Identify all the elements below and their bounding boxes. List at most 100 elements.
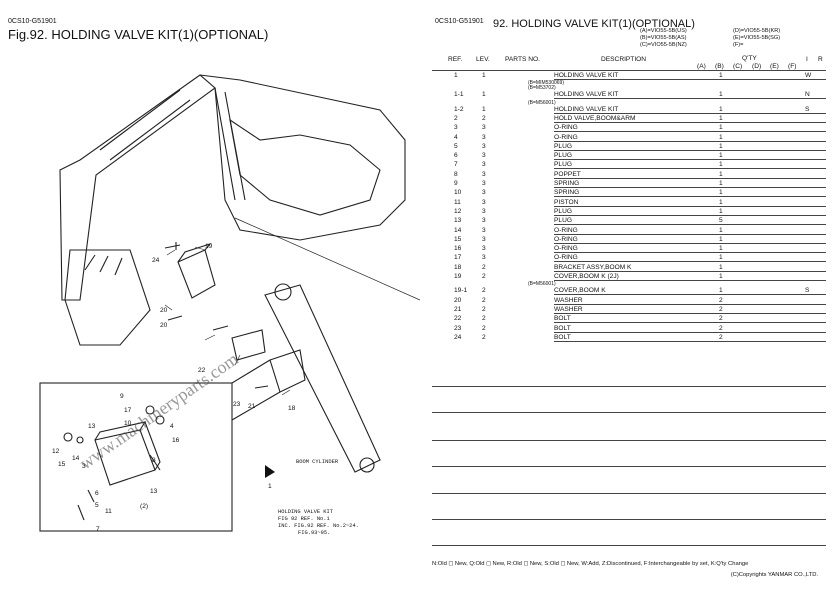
lev-cell: 1 xyxy=(482,91,486,99)
row-rule xyxy=(554,159,826,161)
note-line-4: FIG.93~95. xyxy=(298,530,330,536)
ir-cell: S xyxy=(805,105,810,113)
col-e: (E) xyxy=(770,63,779,70)
qty-cell: 2 xyxy=(719,296,723,304)
description-cell: PLUG xyxy=(554,217,572,225)
boom-cylinder-label: BOOM CYLINDER xyxy=(296,459,339,465)
ref-cell: 5 xyxy=(454,142,458,150)
qty-cell: 1 xyxy=(719,273,723,280)
col-description: DESCRIPTION xyxy=(601,56,647,63)
arrow-icon xyxy=(265,465,275,478)
variant-c: (C)=VIO55-5B(NZ) xyxy=(640,42,687,48)
ref-cell: 13 xyxy=(454,217,462,225)
note-line-3: INC. FIG.92 REF. No.2~24. xyxy=(278,523,359,529)
lev-cell: 3 xyxy=(482,217,486,225)
lev-cell: 3 xyxy=(482,133,486,141)
ref-cell: 1 xyxy=(454,72,458,79)
col-r: R xyxy=(818,56,823,63)
col-qty: Q'TY xyxy=(742,55,757,62)
arm-outline xyxy=(59,74,216,301)
lev-cell: 3 xyxy=(482,161,486,169)
bracket-part xyxy=(269,349,306,393)
callout-20: 20 xyxy=(160,307,168,314)
row-rule xyxy=(554,205,826,207)
callout-13: 13 xyxy=(88,423,96,430)
description-cell: HOLDING VALVE KIT xyxy=(554,72,619,79)
lev-cell: 3 xyxy=(482,245,486,253)
callout-12: 12 xyxy=(52,448,60,455)
description-cell: PLUG xyxy=(554,161,572,169)
lev-cell: 2 xyxy=(482,273,486,280)
ref-cell: 9 xyxy=(454,180,458,187)
ir-cell: N xyxy=(805,91,810,99)
callout-15: 15 xyxy=(58,461,66,468)
row-rule xyxy=(554,261,826,263)
qty-cell: 1 xyxy=(719,235,723,243)
row-rule xyxy=(554,270,826,272)
watermark-text: www.machineryparts.com xyxy=(76,349,242,474)
boom-cylinder xyxy=(264,284,381,473)
ref-cell: 20 xyxy=(454,296,462,304)
variant-f: (F)= xyxy=(733,42,744,48)
serial-note: (B=MIM530069) xyxy=(528,80,564,86)
figure-title: Fig.92. HOLDING VALVE KIT(1)(OPTIONAL) xyxy=(8,27,269,42)
row-rule xyxy=(554,177,826,179)
description-cell: BOLT xyxy=(554,324,571,332)
blank-rule xyxy=(432,440,826,441)
callout-17: 17 xyxy=(124,407,132,414)
col-i: I xyxy=(806,56,808,63)
qty-cell: 1 xyxy=(719,287,723,295)
lev-cell: 3 xyxy=(482,152,486,160)
qty-cell: 1 xyxy=(719,254,723,262)
description-cell: O-RING xyxy=(554,235,578,243)
qty-cell: 1 xyxy=(719,180,723,187)
col-f: (F) xyxy=(788,63,797,70)
row-rule xyxy=(554,121,826,123)
lev-cell: 3 xyxy=(482,198,486,206)
qty-cell: 1 xyxy=(719,226,723,234)
row-rule xyxy=(554,331,826,333)
col-ref: REF. xyxy=(448,56,463,63)
callout-18: 18 xyxy=(288,405,296,412)
description-cell: WASHER xyxy=(554,305,583,313)
blank-rule xyxy=(432,466,826,467)
row-rule xyxy=(554,224,826,226)
qty-cell: 1 xyxy=(719,245,723,253)
callout-13b: 13 xyxy=(150,488,158,495)
right-page-code: 0CS10-G51901 xyxy=(435,18,484,25)
qty-cell: 1 xyxy=(719,124,723,132)
callout-24: 24 xyxy=(152,257,160,264)
ref-cell: 7 xyxy=(454,161,458,169)
swing-frame xyxy=(229,118,381,216)
serial-note: (B=M53702) xyxy=(528,85,556,92)
left-page-code: 0CS10-G51901 xyxy=(8,18,57,25)
callout-11: 11 xyxy=(105,508,112,515)
ref-cell: 2 xyxy=(454,114,458,122)
description-cell: O-RING xyxy=(554,254,578,262)
variant-d: (D)=VIO55-5B(KR) xyxy=(733,28,781,34)
blank-rule xyxy=(432,493,826,494)
lev-cell: 3 xyxy=(482,142,486,150)
blank-rule xyxy=(432,412,826,413)
blank-rule xyxy=(432,386,826,387)
callout-2: (2) xyxy=(140,503,148,510)
row-rule xyxy=(554,140,826,142)
qty-cell: 1 xyxy=(719,152,723,160)
row-rule xyxy=(554,280,826,281)
ref-cell: 1-1 xyxy=(454,91,464,99)
description-cell: BOLT xyxy=(554,333,571,341)
qty-cell: 1 xyxy=(719,170,723,178)
ir-cell: S xyxy=(805,287,810,295)
ref-cell: 1-2 xyxy=(454,105,464,113)
